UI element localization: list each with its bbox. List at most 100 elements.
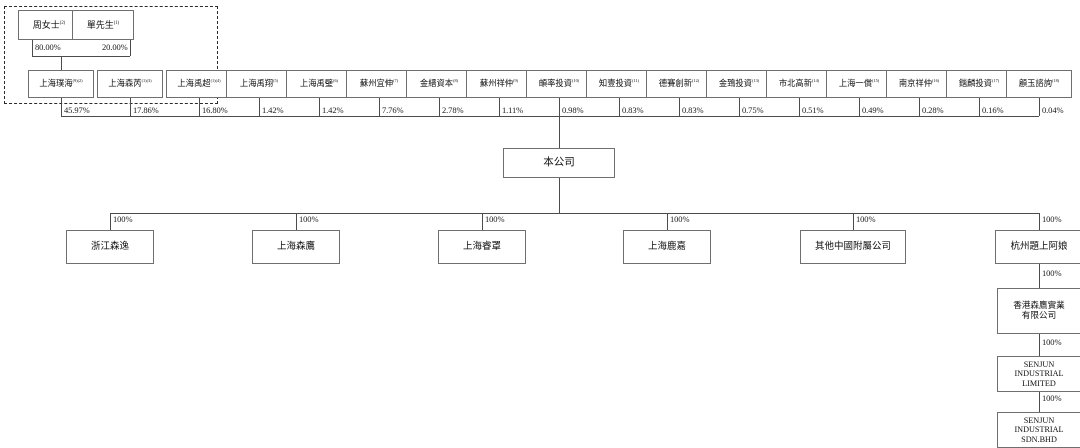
person-box-shan[interactable]: 單先生(1) xyxy=(72,10,134,40)
pct-shan-to-senrui: 20.00% xyxy=(102,42,128,52)
shareholder-note-14: (15) xyxy=(872,78,880,84)
drop-subsidiary-1 xyxy=(110,213,111,230)
subsidiary-box-6[interactable]: 杭州題上阿娘 xyxy=(995,230,1080,264)
pct-shareholder-3: 16.80% xyxy=(202,105,228,115)
pct-chain-3: 100% xyxy=(1042,393,1062,403)
chain-box-senjun-limited[interactable]: SENJUN INDUSTRIAL LIMITED xyxy=(997,356,1080,392)
pct-subsidiary-6: 100% xyxy=(1042,214,1062,224)
chain-name-2-line2: LIMITED xyxy=(1022,378,1056,388)
drop-shareholder-9 xyxy=(559,98,560,116)
pct-shareholder-4: 1.42% xyxy=(262,105,284,115)
subsidiary-name-2: 上海森鷹 xyxy=(276,241,315,252)
shareholder-note-11: (12) xyxy=(692,78,700,84)
pct-subsidiary-5: 100% xyxy=(856,214,876,224)
shareholder-name-8: 蘇州祥仲 xyxy=(479,79,514,89)
connector-bus-to-company xyxy=(559,116,560,148)
subsidiary-name-3: 上海睿罩 xyxy=(462,241,501,252)
shareholder-box-13[interactable]: 市北高新(14) xyxy=(766,70,832,98)
connector-subsidiary-bus xyxy=(110,213,1039,214)
pct-shareholder-1: 45.97% xyxy=(64,105,90,115)
shareholder-note-6: (7) xyxy=(393,78,399,84)
pct-shareholder-7: 2.78% xyxy=(442,105,464,115)
connector-persons-to-puhai xyxy=(61,56,62,70)
connector-company-down xyxy=(559,178,560,213)
shareholder-box-16[interactable]: 鍇麟投資(17) xyxy=(946,70,1012,98)
pct-shareholder-12: 0.75% xyxy=(742,105,764,115)
shareholder-box-1[interactable]: 上海璞海(9)(2) xyxy=(28,70,94,98)
drop-subsidiary-3 xyxy=(482,213,483,230)
drop-shareholder-6 xyxy=(379,98,380,116)
pct-subsidiary-1: 100% xyxy=(113,214,133,224)
subsidiary-box-3[interactable]: 上海睿罩 xyxy=(438,230,526,264)
drop-shareholder-8 xyxy=(499,98,500,116)
pct-shareholder-10: 0.83% xyxy=(622,105,644,115)
connector-shan-down xyxy=(130,40,131,56)
chain-box-hk-senying[interactable]: 香港森鷹實業 有限公司 xyxy=(997,288,1080,334)
shareholder-box-4[interactable]: 上海禹翔(5) xyxy=(226,70,292,98)
subsidiary-box-5[interactable]: 其他中國附屬公司 xyxy=(800,230,906,264)
person-box-zhou[interactable]: 周女士(2) xyxy=(18,10,80,40)
pct-shareholder-15: 0.28% xyxy=(922,105,944,115)
shareholder-box-14[interactable]: 上海一償(15) xyxy=(826,70,892,98)
chain-box-senjun-sdnbhd[interactable]: SENJUN INDUSTRIAL SDN.BHD xyxy=(997,412,1080,448)
person-name-shan: 單先生 xyxy=(86,19,114,30)
chain-name-3-line2: SDN.BHD xyxy=(1021,434,1057,444)
subsidiary-name-6: 杭州題上阿娘 xyxy=(1010,241,1068,252)
pct-subsidiary-2: 100% xyxy=(299,214,319,224)
person-note-shan: (1) xyxy=(113,20,120,26)
shareholder-note-15: (16) xyxy=(932,78,940,84)
connector-chain-1 xyxy=(1039,264,1040,288)
pct-shareholder-16: 0.16% xyxy=(982,105,1004,115)
drop-shareholder-13 xyxy=(799,98,800,116)
shareholder-box-10[interactable]: 知壹投資(11) xyxy=(586,70,652,98)
shareholder-box-3[interactable]: 上海禹超(1)(4) xyxy=(166,70,232,98)
drop-shareholder-14 xyxy=(859,98,860,116)
shareholder-name-5: 上海禹璧 xyxy=(299,79,334,89)
pct-chain-2: 100% xyxy=(1042,337,1062,347)
connector-chain-3 xyxy=(1039,392,1040,412)
drop-shareholder-5 xyxy=(319,98,320,116)
subsidiary-box-1[interactable]: 浙江森逸 xyxy=(66,230,154,264)
drop-shareholder-10 xyxy=(619,98,620,116)
drop-shareholder-1 xyxy=(61,98,62,116)
shareholder-box-6[interactable]: 蘇州宜伸(7) xyxy=(346,70,412,98)
company-box-main[interactable]: 本公司 xyxy=(503,148,615,178)
drop-subsidiary-5 xyxy=(853,213,854,230)
shareholder-box-12[interactable]: 金鵄投資(13) xyxy=(706,70,772,98)
pct-zhou-to-puhai: 80.00% xyxy=(35,42,61,52)
shareholder-note-13: (14) xyxy=(812,78,820,84)
subsidiary-name-4: 上海鹿嘉 xyxy=(647,241,686,252)
drop-shareholder-17 xyxy=(1039,98,1040,116)
pct-subsidiary-4: 100% xyxy=(670,214,690,224)
shareholder-name-13: 市北高新 xyxy=(778,79,813,89)
shareholder-box-17[interactable]: 顧玉諮詢(18) xyxy=(1006,70,1072,98)
shareholder-note-8: (9) xyxy=(513,78,519,84)
drop-subsidiary-6 xyxy=(1039,213,1040,230)
subsidiary-box-4[interactable]: 上海鹿嘉 xyxy=(623,230,711,264)
chain-name-1-line1: 香港森鷹實業 xyxy=(1013,300,1065,311)
company-name: 本公司 xyxy=(543,156,575,168)
shareholder-box-15[interactable]: 南京祥仲(16) xyxy=(886,70,952,98)
drop-shareholder-15 xyxy=(919,98,920,116)
drop-shareholder-11 xyxy=(679,98,680,116)
pct-shareholder-8: 1.11% xyxy=(502,105,524,115)
shareholder-box-8[interactable]: 蘇州祥仲(9) xyxy=(466,70,532,98)
shareholder-box-9[interactable]: 頔率投資(10) xyxy=(526,70,592,98)
subsidiary-name-1: 浙江森逸 xyxy=(90,241,129,252)
shareholder-box-2[interactable]: 上海森芮(1)(3) xyxy=(97,70,163,98)
shareholder-box-5[interactable]: 上海禹璧(6) xyxy=(286,70,352,98)
shareholder-note-5: (6) xyxy=(333,78,339,84)
pct-chain-1: 100% xyxy=(1042,268,1062,278)
shareholder-name-17: 顧玉諮詢 xyxy=(1018,79,1053,89)
shareholder-box-7[interactable]: 金縉資本(8) xyxy=(406,70,472,98)
shareholder-note-7: (8) xyxy=(453,78,459,84)
shareholder-note-3: (1)(4) xyxy=(210,78,221,84)
connector-zhou-down xyxy=(32,40,33,56)
drop-shareholder-7 xyxy=(439,98,440,116)
shareholder-name-6: 蘇州宜伸 xyxy=(359,79,394,89)
chain-name-3-line1: SENJUN INDUSTRIAL xyxy=(1014,415,1064,435)
subsidiary-box-2[interactable]: 上海森鷹 xyxy=(252,230,340,264)
drop-shareholder-4 xyxy=(259,98,260,116)
shareholder-box-11[interactable]: 德賽創新(12) xyxy=(646,70,712,98)
